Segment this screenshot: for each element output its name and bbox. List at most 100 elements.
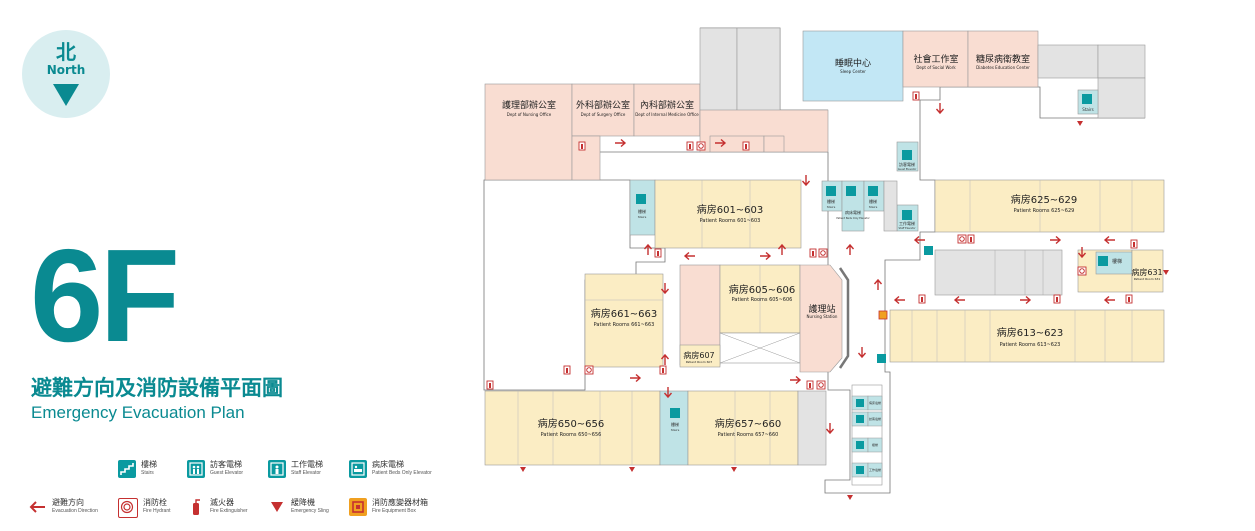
map-shape: [684, 251, 696, 261]
plan-title-zh: 避難方向及消防設備平面圖: [31, 376, 283, 400]
map-text-label: Stairs: [638, 215, 647, 219]
map-shape: [643, 244, 653, 256]
map-shape: [197, 469, 199, 474]
map-text-label: 樓梯: [1112, 258, 1122, 265]
fire-extinguisher-icon: [187, 498, 205, 516]
map-shape: [742, 141, 750, 151]
map-shape: [709, 135, 765, 153]
label-surgery-office: 外科部辦公室: [576, 99, 630, 111]
map-text-label: Patient Rooms 605~606: [732, 297, 793, 303]
map-shape: [696, 141, 706, 151]
map-shape: [629, 373, 641, 383]
room-medicine-office: [633, 83, 701, 137]
label-631: 病房631: [1131, 267, 1162, 277]
map-text-label: Stairs: [671, 428, 680, 432]
map-shape: [686, 141, 694, 151]
map-text-label: Stairs: [1082, 107, 1093, 112]
compass-zh: 北: [56, 40, 76, 64]
map-shape: [957, 234, 967, 244]
map-shape: [1037, 44, 1099, 79]
map-shape: [873, 279, 883, 291]
map-shape: [1049, 235, 1061, 245]
map-shape: [856, 466, 864, 474]
legend-label-zh: 消防栓: [143, 498, 167, 507]
map-shape: [818, 248, 828, 258]
map-shape: [868, 186, 878, 196]
legend-label-zh: 滅火器: [210, 498, 234, 507]
legend-label-zh: 樓梯: [141, 460, 157, 469]
legend-label-en: Guest Elevator: [210, 470, 244, 476]
map-shape: [935, 102, 945, 114]
label-657: 病房657~660: [715, 417, 782, 430]
map-shape: [275, 469, 279, 474]
legend-label-en: Stairs: [141, 470, 154, 476]
map-shape: [846, 186, 856, 196]
map-shape: [351, 462, 365, 476]
room-625-629: [934, 179, 1165, 233]
label-social-work: 社會工作室: [913, 53, 958, 65]
map-shape: [856, 399, 864, 407]
map-shape: [759, 251, 771, 261]
map-text-label: Nursing Station: [807, 314, 838, 319]
map-text-label: 樓梯: [638, 208, 646, 214]
map-text-label: Patient Rooms 661~663: [594, 322, 655, 328]
map-text-label: Sleep Center: [840, 69, 866, 74]
room-surgery-office: [571, 83, 635, 137]
stairs-601: [629, 179, 656, 236]
map-shape: [1104, 235, 1116, 245]
legend-label-en: Emergency Sling: [291, 508, 329, 514]
map-shape: [1125, 294, 1133, 304]
map-shape: [578, 141, 586, 151]
room-601-603: [654, 179, 802, 249]
map-shape: [816, 380, 826, 390]
map-text-label: 樓梯: [869, 198, 877, 204]
map-text-label: 樓梯: [671, 421, 679, 427]
map-text-label: 工作電梯: [899, 220, 915, 226]
legend-label-zh: 消防應變器材箱: [372, 498, 428, 507]
room-661-663: [584, 273, 664, 368]
staff-elevator-icon: [268, 460, 286, 478]
map-shape: [912, 91, 920, 101]
room-social-work: [902, 30, 969, 88]
map-shape: [1019, 295, 1031, 305]
map-shape: [867, 462, 883, 478]
map-shape: [806, 380, 814, 390]
legend-label-en: Evacuation Direction: [52, 508, 98, 514]
map-shape: [195, 499, 200, 503]
label-607: 病房607: [683, 350, 714, 360]
map-text-label: Patient Rooms 613~623: [1000, 342, 1061, 348]
map-shape: [571, 135, 601, 181]
map-shape: [1163, 270, 1169, 275]
label-nursing-station: 護理站: [808, 303, 835, 315]
map-shape: [824, 86, 1145, 494]
room-nursing-station: [799, 264, 843, 373]
map-text-label: Stairs: [827, 205, 836, 209]
legend-label-zh: 避難方向: [52, 498, 84, 507]
map-shape: [352, 501, 364, 513]
map-shape: [1077, 121, 1083, 126]
map-shape: [1104, 295, 1116, 305]
map-shape: [825, 422, 835, 434]
label-650: 病房650~656: [538, 417, 605, 430]
label-613: 病房613~623: [997, 326, 1064, 339]
compass-en: North: [46, 63, 86, 77]
label-diabetes: 糖尿病衛教室: [976, 53, 1030, 65]
legend-label-zh: 訪客電梯: [210, 460, 242, 469]
map-text-label: Stairs: [869, 205, 878, 209]
map-shape: [659, 365, 667, 375]
map-shape: [867, 437, 883, 453]
map-text-label: 樓梯: [872, 442, 878, 447]
map-shape: [763, 135, 785, 153]
map-shape: [857, 346, 867, 358]
map-shape: [719, 332, 801, 364]
map-shape: [189, 462, 203, 476]
room-650-656: [484, 390, 661, 466]
map-shape: [1130, 239, 1138, 249]
legend-label-en: Patient Beds Only Elevator: [372, 470, 432, 476]
